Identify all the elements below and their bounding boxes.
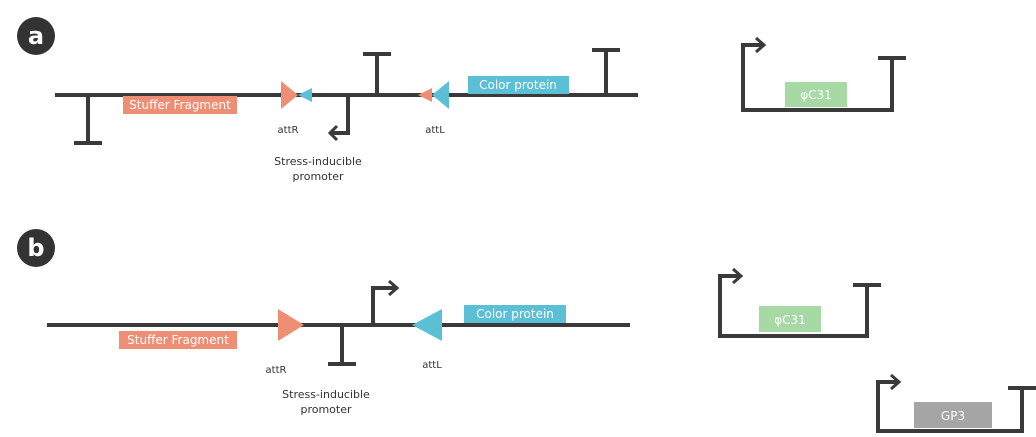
panel-a-promoter-arrow (327, 97, 350, 142)
panel-a-phiC31-box (785, 82, 847, 107)
panel-a-attR-label: attR (278, 125, 299, 136)
panel-a-stuffer-text: Stuffer Fragment (129, 98, 231, 112)
panel-b: b Stuffer Fragment attR Stress-inducible… (17, 229, 1036, 433)
panel-a-label-text: a (28, 22, 44, 50)
panel-b-stuffer-box (119, 331, 237, 349)
panel-a-stuffer-box (123, 96, 237, 114)
panel-b-promoter-arrow (371, 279, 400, 323)
panel-b-label: b (17, 229, 55, 267)
panel-b-stuffer-fragment: Stuffer Fragment (119, 331, 237, 349)
panel-b-attL-site: attL (412, 309, 442, 371)
panel-a-color-protein-box (468, 76, 569, 94)
panel-b-attL-label: attL (422, 360, 442, 371)
panel-a-label-circle (17, 17, 55, 55)
panel-b-attR-label: attR (266, 365, 287, 376)
panel-b-label-text: b (27, 234, 44, 262)
panel-a-terminator-right (592, 48, 620, 93)
panel-b-promoter-label-line2: promoter (300, 403, 352, 416)
panel-a: a Stuffer Fragment attR Stress-inducible… (17, 17, 906, 183)
panel-a-terminator-left (74, 97, 102, 145)
panel-b-phiC31-cassette: φC31 (718, 267, 881, 338)
panel-a-color-protein: Color protein (468, 76, 569, 94)
panel-b-color-protein: Color protein (464, 305, 566, 323)
panel-b-attR-site: attR (266, 309, 304, 376)
panel-a-label: a (17, 17, 55, 55)
panel-b-color-protein-text: Color protein (476, 307, 554, 321)
panel-a-attR-site: attR (278, 81, 312, 136)
panel-b-color-protein-box (464, 305, 566, 323)
panel-a-phiC31-cassette: φC31 (741, 36, 906, 112)
panel-a-attL-label: attL (425, 125, 445, 136)
panel-b-gp3-box (914, 402, 992, 428)
panel-a-attL-site: attL (418, 81, 449, 136)
panel-a-phiC31-text: φC31 (800, 88, 832, 102)
panel-a-stuffer-fragment: Stuffer Fragment (123, 96, 237, 114)
panel-b-phiC31-box (759, 306, 821, 332)
panel-b-gp3-cassette: GP3 (876, 373, 1036, 433)
panel-b-promoter-label-line1: Stress-inducible (282, 388, 370, 401)
panel-b-label-circle (17, 229, 55, 267)
panel-a-terminator-middle (363, 52, 391, 93)
panel-b-phiC31-text: φC31 (774, 313, 806, 327)
panel-a-color-protein-text: Color protein (479, 78, 557, 92)
panel-a-promoter-label-line1: Stress-inducible (274, 155, 362, 168)
panel-b-stuffer-text: Stuffer Fragment (127, 333, 229, 347)
panel-b-gp3-text: GP3 (941, 409, 965, 423)
panel-a-promoter-label-line2: promoter (292, 170, 344, 183)
panel-b-terminator (328, 327, 356, 366)
